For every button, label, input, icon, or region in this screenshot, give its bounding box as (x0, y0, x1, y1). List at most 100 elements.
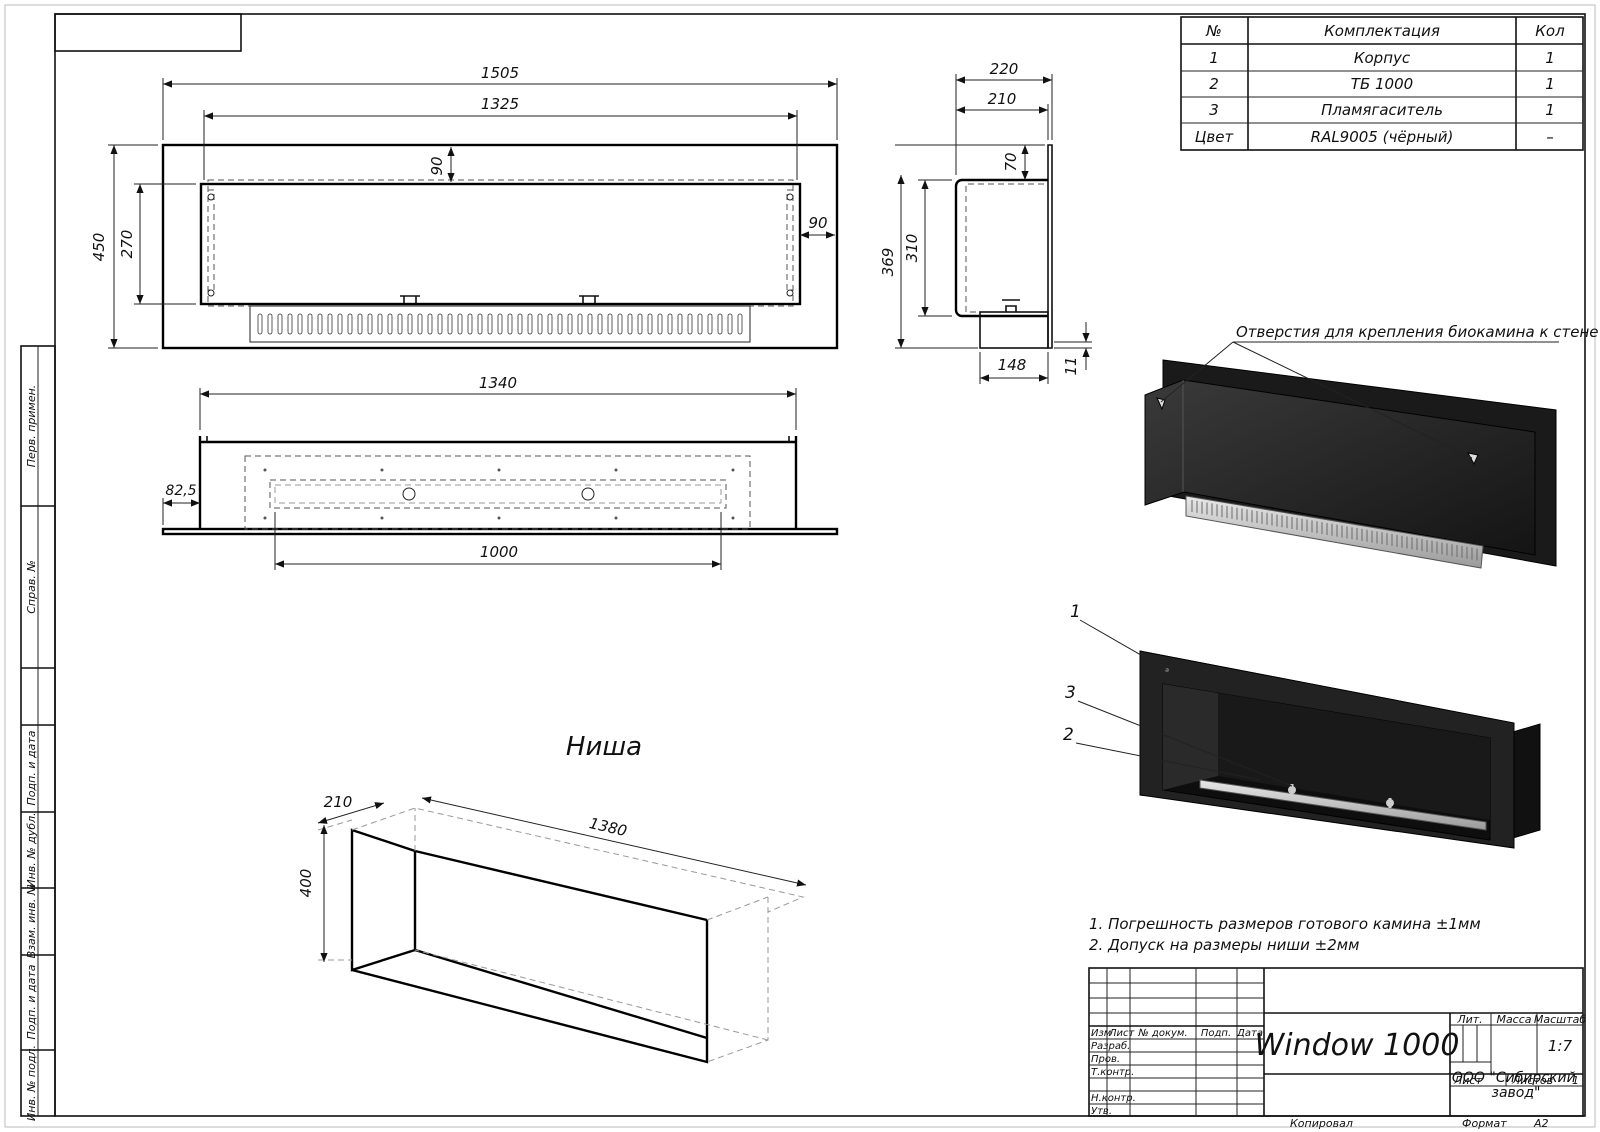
grille-slot (447, 313, 453, 335)
dim-270: 270 (118, 230, 136, 259)
grille-slot (597, 313, 603, 335)
grille-slot (707, 313, 713, 335)
tb-role-nkontr: Н.контр. (1091, 1093, 1136, 1104)
grille-slot (657, 313, 663, 335)
grille-slot (517, 313, 523, 335)
top-view: 1340 82,5 1000 (161, 374, 839, 570)
tb-sheet-label: Лист (1453, 1074, 1482, 1087)
stamp-podp-data-1: Подп. и дата (25, 730, 38, 805)
spec-cell: – (1546, 128, 1554, 146)
spec-cell: 1 (1209, 49, 1219, 67)
grille-slot (357, 313, 363, 335)
callout-2: 2 (1063, 725, 1074, 745)
dim-1380: 1380 (587, 814, 628, 840)
grille-slot (327, 313, 333, 335)
outer-border (4, 4, 1596, 1128)
spec-header-qty: Кол (1535, 22, 1565, 40)
grille-slot (307, 313, 313, 335)
grille-slot (627, 313, 633, 335)
grille-slot (527, 313, 533, 335)
grille-slot (677, 313, 683, 335)
grille-slot (577, 313, 583, 335)
niche-title: Ниша (566, 732, 642, 762)
mount-holes-caption: Отверстия для крепления биокамина к стен… (1236, 323, 1599, 341)
grille-slot (737, 313, 743, 335)
dim-90-top: 90 (428, 156, 446, 175)
tb-role-tkontr: Т.контр. (1091, 1067, 1134, 1078)
dim-90-side: 90 (808, 214, 827, 232)
grille-slot (477, 313, 483, 335)
tb-col-sign: Подп. (1201, 1028, 1231, 1039)
spec-cell: 2 (1209, 75, 1219, 93)
grille-slot (607, 313, 613, 335)
tb-role-utv: Утв. (1091, 1106, 1112, 1117)
grille-slot (437, 313, 443, 335)
dim-1325: 1325 (481, 95, 519, 113)
spec-table: № Комплектация Кол 1 Корпус 1 2 ТБ 1000 … (1180, 16, 1584, 151)
spec-header-name: Комплектация (1324, 22, 1440, 40)
grille-slot (467, 313, 473, 335)
spec-cell: ТБ 1000 (1351, 75, 1413, 93)
grille-slot (407, 313, 413, 335)
grille-slot (547, 313, 553, 335)
spec-cell: 1 (1545, 101, 1555, 119)
dim-450: 450 (90, 233, 108, 262)
tb-mass-label: Масса (1496, 1013, 1531, 1026)
dim-1340: 1340 (479, 374, 517, 392)
spec-cell: 1 (1545, 49, 1555, 67)
grille-slot (397, 313, 403, 335)
tb-col-doc: № докум. (1137, 1028, 1187, 1039)
grille-slot (537, 313, 543, 335)
spec-cell: 1 (1545, 75, 1555, 93)
stamp-vzam-inv: Взам. инв. № (25, 884, 38, 959)
tb-scale-value: 1:7 (1548, 1037, 1573, 1055)
tb-format-value: А2 (1533, 1117, 1549, 1130)
grille-slot (567, 313, 573, 335)
front-view: 1505 1325 90 90 450 270 (90, 64, 839, 350)
grille-slot (717, 313, 723, 335)
grille-slot (587, 313, 593, 335)
grille-slot (337, 313, 343, 335)
grille-slot (367, 313, 373, 335)
side-view: 220 210 70 369 310 148 11 (879, 60, 1092, 384)
grille-slot (297, 313, 303, 335)
dim-369: 369 (879, 248, 897, 277)
product-title: Window 1000 (1255, 1028, 1460, 1063)
tb-copied-label: Копировал (1290, 1117, 1353, 1130)
grille-slot (697, 313, 703, 335)
grille-slot (497, 313, 503, 335)
tb-company: ООО "Сибирский завод" (1452, 1070, 1580, 1101)
stamp-inv-dubl: Инв. № дубл. (25, 812, 38, 887)
spec-cell: Цвет (1195, 128, 1235, 146)
dim-11: 11 (1062, 356, 1080, 375)
spec-cell: Пламягаситель (1321, 101, 1443, 119)
dim-1000: 1000 (480, 543, 518, 561)
iso-back-view: Отверстия для крепления биокамина к стен… (1144, 323, 1599, 569)
dim-310: 310 (903, 234, 921, 263)
dim-400: 400 (297, 869, 315, 898)
tb-role-razrab: Разраб. (1091, 1040, 1130, 1052)
stamp-perv-primen: Перв. примен. (25, 385, 38, 468)
dim-70: 70 (1002, 152, 1020, 171)
dim-148: 148 (998, 356, 1027, 374)
callout-3: 3 (1065, 683, 1076, 703)
spec-header-no: № (1205, 22, 1222, 40)
grille-slot (257, 313, 263, 335)
grille-slot (347, 313, 353, 335)
niche-view: Ниша 400 210 1380 (297, 732, 807, 1064)
tb-sheets-label: Листов (1511, 1074, 1553, 1087)
stamp-inv-podl: Инв. № подл. (25, 1045, 38, 1121)
grille-slot (637, 313, 643, 335)
spec-cell: Корпус (1354, 49, 1411, 67)
dim-210: 210 (988, 90, 1017, 108)
grille-slot (387, 313, 393, 335)
side-stamp-column: Перв. примен. Справ. № Подп. и дата Инв.… (20, 345, 56, 1121)
tb-lit-label: Лит. (1456, 1013, 1482, 1026)
dim-niche-210: 210 (324, 793, 353, 811)
tb-sheets-value: 1 (1572, 1074, 1579, 1087)
tb-format-label: Формат (1462, 1117, 1507, 1130)
grille-slot (687, 313, 693, 335)
stamp-sprav-no: Справ. № (25, 560, 38, 614)
title-block: Изм Лист № докум. Подп. Дата Разраб. Про… (1088, 967, 1586, 1130)
